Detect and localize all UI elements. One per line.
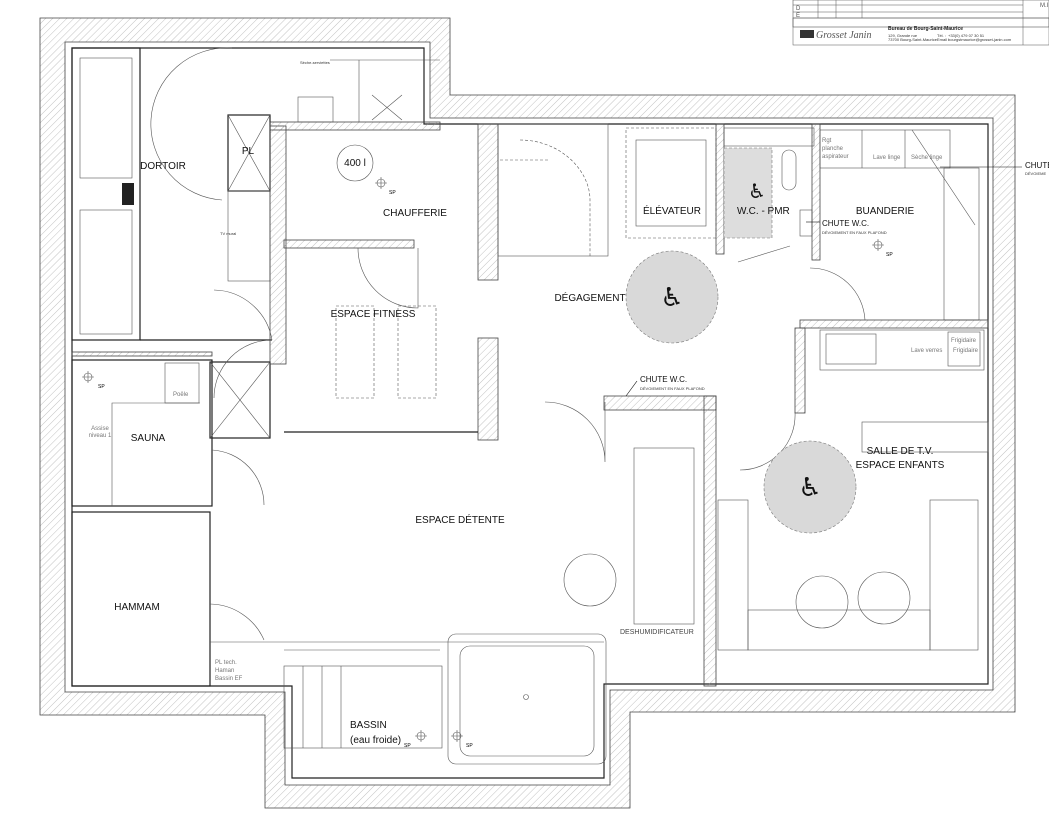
tel-label: Tél. : <box>937 33 946 38</box>
room-bassin-subtitle: (eau froide) <box>350 735 401 746</box>
chute-wc-label: CHUTE W.C. <box>822 219 869 228</box>
poele-label: Poêle <box>173 392 189 398</box>
assise-level-label: niveau 1 <box>89 433 112 439</box>
water-tank <box>336 144 374 182</box>
wheelchair-icon: ♿ <box>748 179 766 203</box>
frigidaire-label: Frigidaire <box>951 338 977 344</box>
pl-tech-bassin-label: Bassin EF <box>215 676 243 682</box>
accessibility-turning-circle-degagement: ♿ <box>625 250 719 344</box>
tel-value: +33(0) 479 07 30 51 <box>948 33 985 38</box>
room-dortoir: DORTOIR <box>140 161 186 172</box>
company-logo: Grosset Janin <box>800 30 871 41</box>
wheelchair-icon: ♿ <box>798 473 821 503</box>
deshumidificateur-label: DESHUMIDIFICATEUR <box>620 629 694 636</box>
pl-tech-label: PL tech. <box>215 660 237 666</box>
room-elevateur: ÉLÉVATEUR <box>643 204 701 217</box>
frigidaire-label: Frigidaire <box>953 348 979 354</box>
room-buanderie: BUANDERIE <box>856 206 915 217</box>
title-block: D E M.I Grosset Janin Bureau de Bourg-Sa… <box>792 0 1049 46</box>
logo-text: Grosset Janin <box>816 30 871 41</box>
address-line1: 129, Grande rue <box>888 33 918 38</box>
sp-label: SP <box>466 743 473 749</box>
room-hammam: HAMMAM <box>114 602 160 613</box>
lave-linge-label: Lave linge <box>873 155 901 161</box>
room-labels: DORTOIR PL CHAUFFERIE ÉLÉVATEUR W.C. - P… <box>114 146 944 746</box>
wheelchair-icon: ♿ <box>660 283 683 313</box>
devoiement-label: DÉVOIEMENT EN FAUX PLAFOND <box>640 386 705 391</box>
assise-label: Assise <box>91 426 109 432</box>
exterior-wall <box>39 17 1016 809</box>
accessibility-turning-circle-tv: ♿ <box>763 440 857 534</box>
devoiement-label: DÉVOIEMENT EN FAUX PLAFOND <box>822 230 887 235</box>
chute-edge-label: CHUTE <box>1025 161 1049 170</box>
rangement-label: Rgt <box>822 138 832 144</box>
interior-wall-outline <box>71 47 989 779</box>
office-name: Bureau de Bourg-Saint-Maurice <box>888 26 963 32</box>
room-espace-enfants: ESPACE ENFANTS <box>856 460 945 471</box>
rangement-aspirateur-label: aspirateur <box>822 154 849 160</box>
room-wc-pmr: W.C. - PMR <box>737 206 790 217</box>
sheet-code: M.I <box>1040 3 1049 9</box>
room-sauna: SAUNA <box>131 433 166 444</box>
sp-label: SP <box>389 190 396 196</box>
room-chaufferie: CHAUFFERIE <box>383 208 447 219</box>
chute-wc-label: CHUTE W.C. <box>640 375 687 384</box>
pl-tech-haman-label: Haman <box>215 668 234 674</box>
interior-walls <box>71 47 989 765</box>
email-value: bourgstmaurice@grosset-janin.com <box>948 37 1012 42</box>
seche-linge-label: Sèche linge <box>911 155 943 161</box>
address-line2: 73700 Bourg-Saint-Maurice <box>888 37 938 42</box>
room-espace-fitness: ESPACE FITNESS <box>331 309 416 320</box>
tank-label: 400 l <box>344 158 366 169</box>
sp-label: SP <box>886 252 893 258</box>
tv-mural-label: TV mural <box>220 231 236 236</box>
sp-label: SP <box>98 384 105 390</box>
room-degagement: DÉGAGEMENT <box>554 291 625 304</box>
revision-row-d: D <box>796 6 801 12</box>
annotations: CHUTE W.C. DÉVOIEMENT EN FAUX PLAFOND CH… <box>89 60 1049 749</box>
rangement-planche-label: planche <box>822 146 844 152</box>
seche-serviettes-label: Sèche-serviettes <box>300 60 330 65</box>
lave-verres-label: Lave verres <box>911 348 942 354</box>
room-pl: PL <box>242 146 255 157</box>
room-bassin: BASSIN <box>350 720 387 731</box>
email-label: Email : <box>937 37 949 42</box>
sp-label: SP <box>404 743 411 749</box>
room-salle-tv: SALLE DE T.V. <box>867 446 934 457</box>
room-espace-detente: ESPACE DÉTENTE <box>415 513 505 526</box>
crosshair-sp-icon <box>82 177 884 742</box>
revision-row-e: E <box>796 13 800 19</box>
devoiement-edge-label: DÉVOIEME <box>1025 171 1046 176</box>
